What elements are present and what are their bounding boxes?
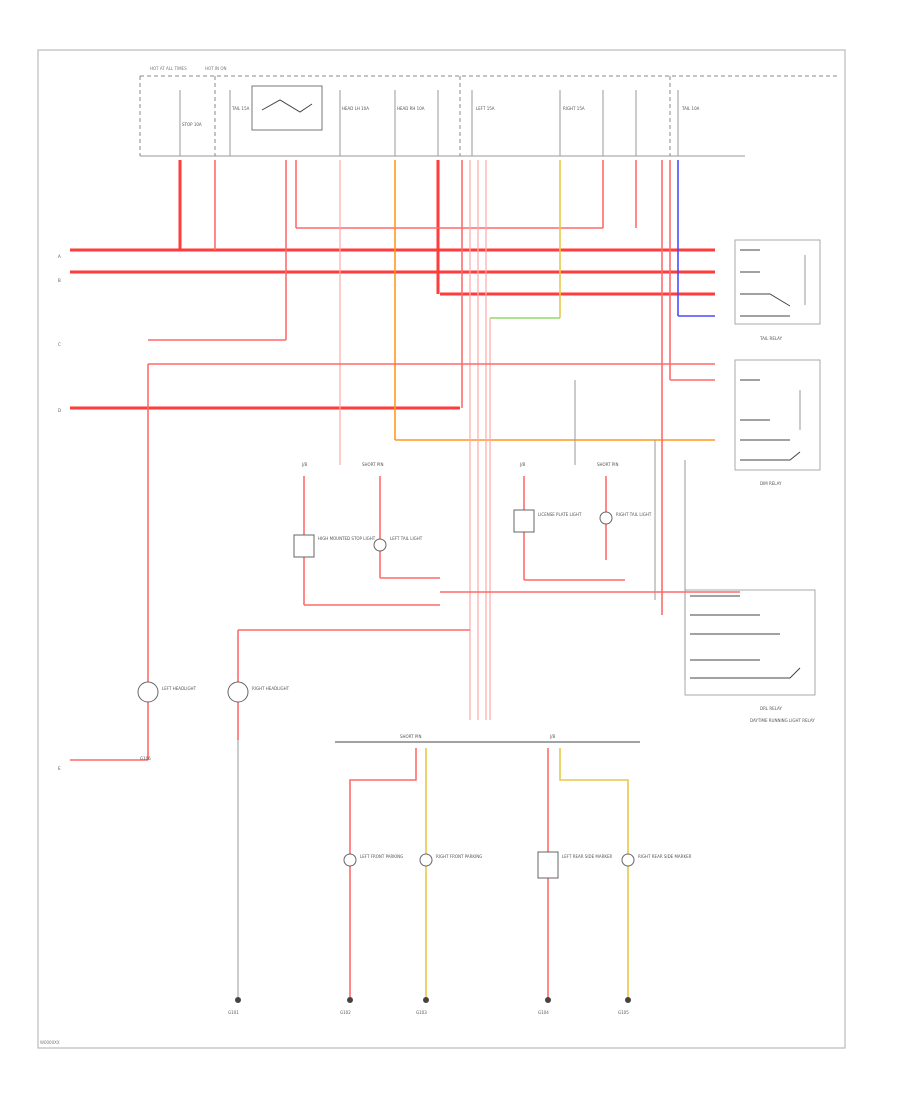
ground-symbol-4 xyxy=(545,997,551,1003)
connector-6: J/B xyxy=(549,734,556,739)
lamp-label-3: LICENSE PLATE LIGHT xyxy=(538,512,582,517)
fuse-label-6: RIGHT 15A xyxy=(563,106,585,111)
left-lamps: LEFT HEADLIGHT RIGHT HEADLIGHT xyxy=(137,629,470,1000)
ground-label-3: G103 xyxy=(416,1010,427,1015)
upper-lamps: J/B SHORT PIN J/B SHORT PIN HIGH MOUNTED… xyxy=(293,462,740,606)
lamp-bulb-6 xyxy=(419,853,433,867)
ground-symbol-3 xyxy=(423,997,429,1003)
dim-relay-box xyxy=(734,359,821,471)
fuse-block: HOT AT ALL TIMES HOT IN ON STOP 10A TAIL… xyxy=(139,66,840,157)
ref-c: C xyxy=(58,342,61,347)
connector-4: SHORT PIN xyxy=(597,462,618,467)
fuse-label-4: HEAD RH 10A xyxy=(397,106,425,111)
ground-symbol-1 xyxy=(235,997,241,1003)
relay-label-3: DRL RELAY xyxy=(760,706,782,711)
lamp-box-2 xyxy=(513,509,535,533)
grounds: G101 G102 G103 G104 G105 G106 xyxy=(140,756,631,1015)
relay-label-2: DIM RELAY xyxy=(760,481,782,486)
lamp-label-2: LEFT TAIL LIGHT xyxy=(390,536,423,541)
ground-symbol-5 xyxy=(625,997,631,1003)
lamp-label-6: RIGHT HEADLIGHT xyxy=(252,686,290,691)
lamp-bulb-7 xyxy=(621,853,635,867)
relay-note: DAYTIME RUNNING LIGHT RELAY xyxy=(750,718,815,723)
fuse-block-tag-1: HOT AT ALL TIMES xyxy=(150,66,187,71)
ref-b: B xyxy=(58,278,61,283)
lamp-bulb-5 xyxy=(343,853,357,867)
ref-d: D xyxy=(58,408,61,413)
diagram-frame xyxy=(37,49,846,1049)
ref-e: E xyxy=(58,766,61,771)
left-references: A B C D E xyxy=(58,254,148,771)
fuse-block-tag-2: HOT IN ON xyxy=(205,66,226,71)
lamp-label-7: LEFT FRONT PARKING xyxy=(360,854,403,859)
fuse-label-7: TAIL 10A xyxy=(681,106,700,111)
ground-symbol-2 xyxy=(347,997,353,1003)
lamp-label-8: RIGHT FRONT PARKING xyxy=(436,854,482,859)
lower-lamps: SHORT PIN J/B LEFT FRONT PARKING RIGHT F… xyxy=(335,734,692,1000)
lamp-box-1 xyxy=(293,534,315,558)
ground-label-2: G102 xyxy=(340,1010,351,1015)
power-buses xyxy=(70,160,715,760)
lamp-bulb-4 xyxy=(227,681,249,703)
connector-5: SHORT PIN xyxy=(400,734,421,739)
fuse-label-3: HEAD LH 10A xyxy=(342,106,369,111)
connector-2: SHORT PIN xyxy=(362,462,383,467)
drl-relay-box xyxy=(684,589,816,696)
ground-label-1: G101 xyxy=(228,1010,239,1015)
fuse-label-5: LEFT 15A xyxy=(476,106,495,111)
fuse-label-1: STOP 10A xyxy=(182,122,202,127)
ground-label-6: G106 xyxy=(140,756,151,761)
lamp-label-10: RIGHT REAR SIDE MARKER xyxy=(638,854,692,859)
lamp-bulb-2 xyxy=(599,511,613,525)
ground-label-4: G104 xyxy=(538,1010,549,1015)
lamp-label-4: RIGHT TAIL LIGHT xyxy=(616,512,652,517)
lamp-label-1: HIGH MOUNTED STOP LIGHT xyxy=(318,536,376,541)
ground-label-5: G105 xyxy=(618,1010,629,1015)
tail-relay-box xyxy=(734,239,821,325)
lamp-box-3 xyxy=(537,851,559,879)
relay-box xyxy=(251,85,323,131)
lamp-bulb-1 xyxy=(373,538,387,552)
ref-a: A xyxy=(58,254,61,259)
relay-section: TAIL RELAY DIM RELAY DRL RELAY DAYTIME R… xyxy=(574,239,821,723)
fuse-label-2: TAIL 15A xyxy=(231,106,250,111)
connector-1: J/B xyxy=(301,462,308,467)
relay-label-1: TAIL RELAY xyxy=(759,336,783,341)
lamp-label-5: LEFT HEADLIGHT xyxy=(162,686,197,691)
lamp-bulb-3 xyxy=(137,681,159,703)
lamp-label-9: LEFT REAR SIDE MARKER xyxy=(562,854,613,859)
connector-3: J/B xyxy=(519,462,526,467)
figure-code: W0000XX xyxy=(40,1040,60,1045)
